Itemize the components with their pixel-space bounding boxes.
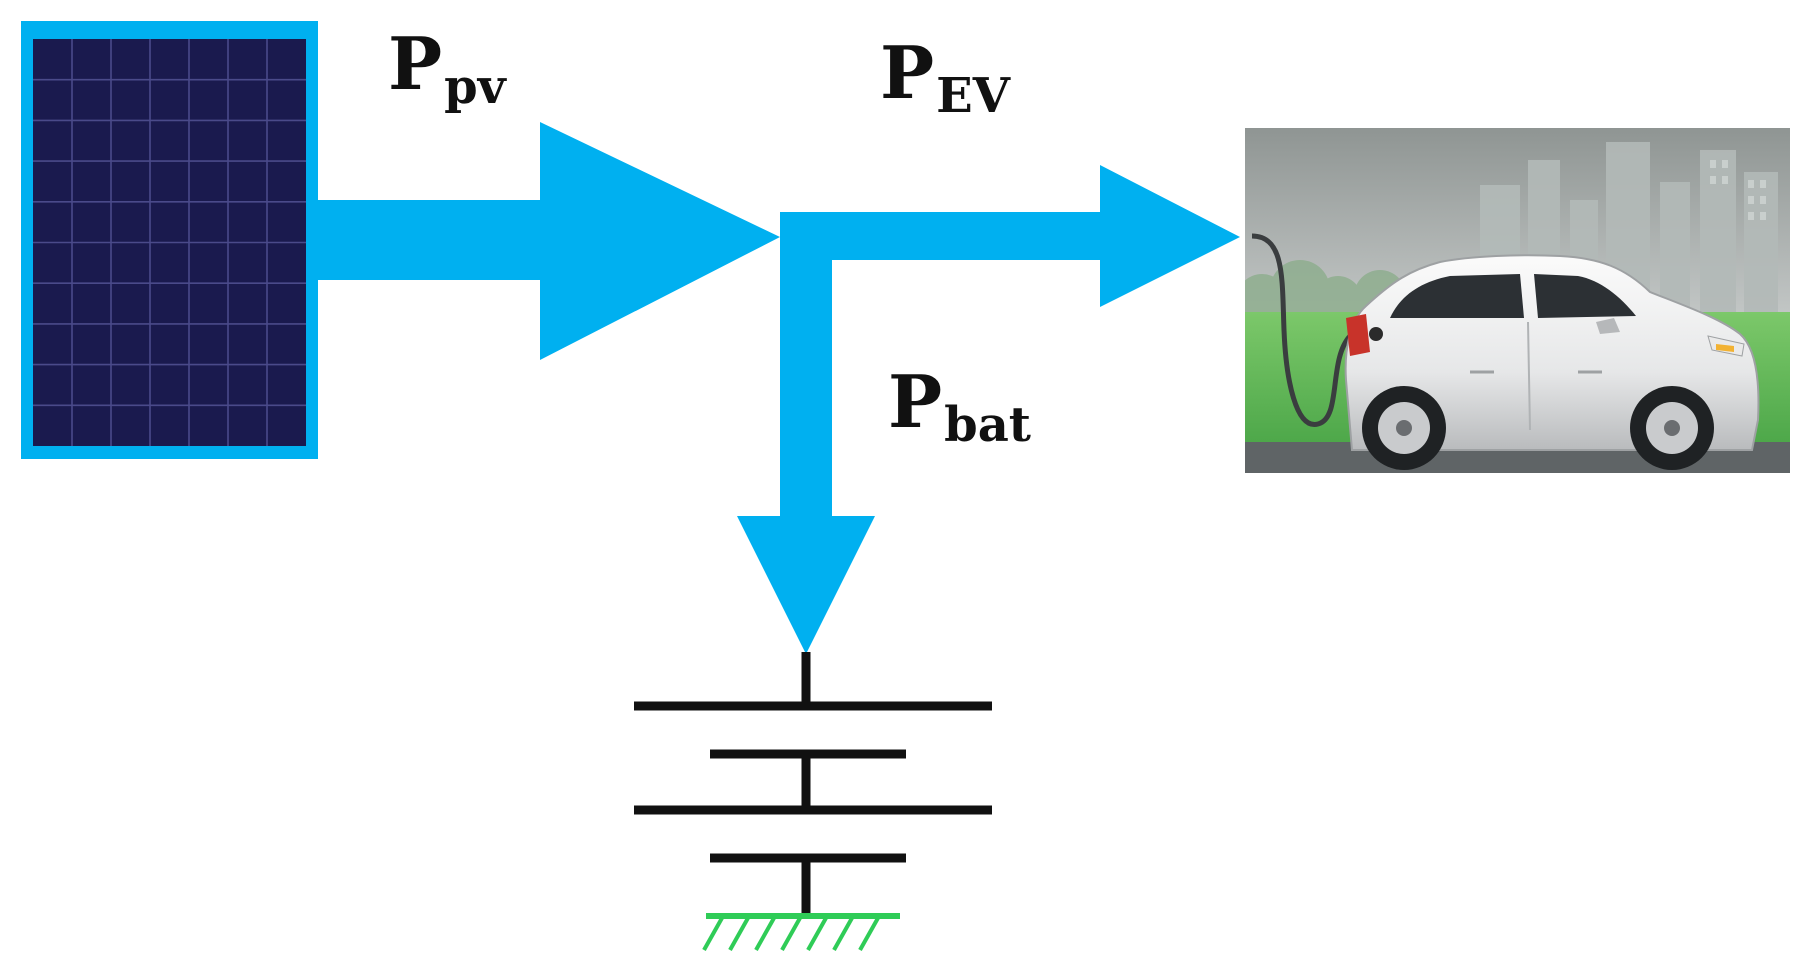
- ground-icon: [702, 913, 900, 951]
- ground-hatch-mark: [754, 917, 776, 951]
- p-pv-sub: pv: [444, 59, 508, 115]
- svg-text:Pbat: Pbat: [888, 359, 1031, 453]
- p-pv-main: P: [388, 21, 442, 106]
- svg-text:PEV: PEV: [880, 30, 1011, 124]
- power-flow-arrows: [318, 122, 1240, 654]
- ground-hatch-mark: [780, 917, 802, 951]
- svg-text:Ppv: Ppv: [388, 21, 508, 115]
- solar-panel-icon: [21, 21, 318, 459]
- electric-car-charging-icon: [1245, 128, 1790, 473]
- ground-hatch-mark: [832, 917, 854, 951]
- ground-hatch-mark: [728, 917, 750, 951]
- bat-flow-arrow: [737, 220, 875, 654]
- label-p-ev: PEV: [880, 30, 1011, 124]
- ev-flow-arrow: [780, 165, 1240, 307]
- label-p-bat: Pbat: [888, 359, 1031, 453]
- p-bat-sub: bat: [944, 397, 1031, 453]
- p-ev-sub: EV: [936, 68, 1011, 124]
- battery-icon: [634, 652, 992, 916]
- solar-panel-cell-grid: [33, 39, 306, 446]
- p-ev-main: P: [880, 30, 934, 115]
- ground-hatch-mark: [806, 917, 828, 951]
- ground-hatch-mark: [858, 917, 880, 951]
- label-p-pv: Ppv: [388, 21, 508, 115]
- p-bat-main: P: [888, 359, 942, 444]
- car-wheel-front: [1630, 386, 1714, 470]
- car-wheel-rear: [1362, 386, 1446, 470]
- pv-flow-arrow: [318, 122, 780, 360]
- ground-hatch-mark: [702, 917, 724, 951]
